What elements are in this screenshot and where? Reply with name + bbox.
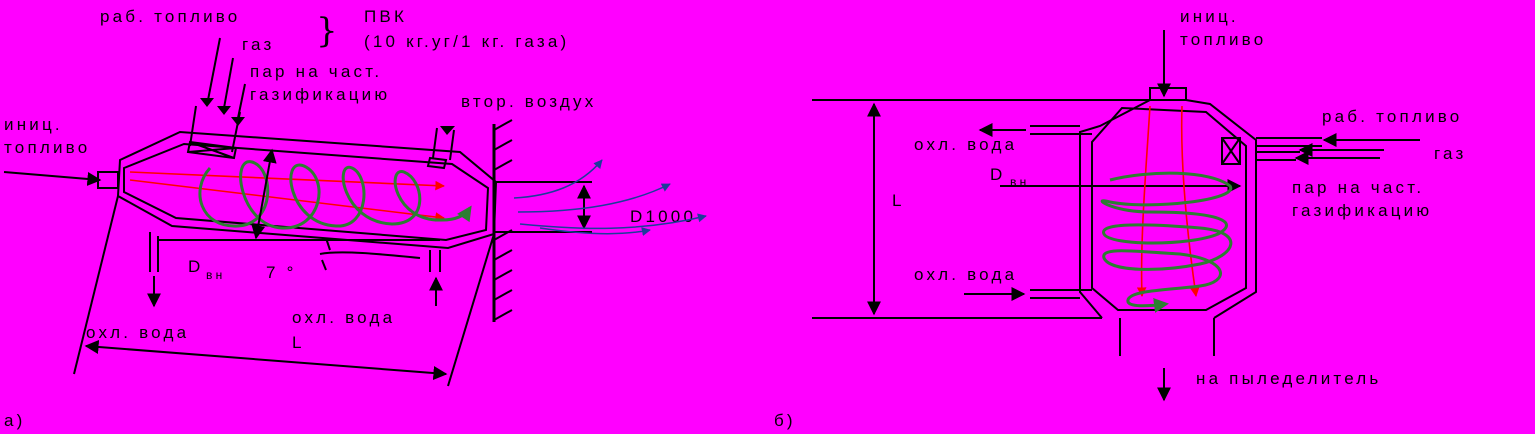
- flow-arrow-red-left-b: [1136, 105, 1151, 297]
- label-length-a: L: [292, 333, 305, 352]
- gas-arrow-2: [517, 183, 671, 213]
- panel-b-vertical-gasifier: иниц. топливо охл. вода D вн L охл. вода…: [774, 7, 1467, 430]
- coolant-top-stub: [1030, 125, 1092, 135]
- label-par-line2-a: газификацию: [250, 85, 390, 104]
- label-par-line1-b: пар на част.: [1292, 178, 1424, 197]
- label-par-line1-a: пар на част.: [250, 62, 382, 81]
- label-outlet: на пыледелитель: [1196, 369, 1381, 388]
- label-ohl-voda-b-top: охл. вода: [914, 135, 1017, 154]
- feed-line-rab-toplivo: [207, 37, 221, 101]
- exhaust-duct: [494, 181, 592, 233]
- angle-indicator-tick: [321, 237, 331, 271]
- swirl-flow-b: [1100, 171, 1233, 313]
- label-angle: 7 °: [266, 263, 297, 282]
- secondary-air-arrowhead: [440, 126, 455, 135]
- label-pvk: ПВК: [364, 7, 407, 26]
- projection-line-right: [447, 233, 495, 387]
- feed-line-gaz: [223, 57, 234, 109]
- caption-b: б): [774, 411, 796, 430]
- feed-nozzle-top: [189, 105, 241, 153]
- length-dimension-a: [84, 339, 448, 381]
- gas-arrow-3: [519, 213, 707, 230]
- label-rab-toplivo-b: раб. топливо: [1322, 107, 1462, 126]
- label-ohl-voda-a-right: охл. вода: [292, 308, 395, 327]
- label-ohl-voda-a-left: охл. вода: [86, 323, 189, 342]
- label-ohl-voda-b-bottom: охл. вода: [914, 265, 1017, 284]
- d-inner-dimension-a: [251, 148, 277, 240]
- label-d-sub-a: вн: [206, 268, 225, 282]
- vertical-inner-shell: [1091, 106, 1247, 311]
- label-inic-line2-a: топливо: [4, 138, 90, 157]
- gas-arrow-1: [513, 159, 603, 199]
- flow-arrow-red-upper: [129, 171, 445, 191]
- brace-symbol: }: [316, 11, 338, 51]
- coolant-bottom-stub: [1030, 289, 1092, 299]
- burner-box-b: [1221, 137, 1241, 165]
- label-vtor-vozduh: втор. воздух: [461, 92, 596, 111]
- label-inic-line1-a: иниц.: [4, 115, 63, 134]
- flow-arrow-red-lower: [129, 179, 445, 222]
- label-gaz-b: газ: [1434, 144, 1467, 163]
- projection-line-left: [73, 195, 119, 375]
- panel-a-horizontal-gasifier: раб. топливо газ } ПВК (10 кг.уг/1 кг. г…: [3, 7, 707, 430]
- vertical-outer-shell: [1079, 99, 1257, 319]
- angle-indicator: [319, 251, 421, 259]
- secondary-air-nozzle: [432, 127, 455, 161]
- gasifier-outer-shell: [116, 130, 498, 250]
- inic-fuel-inlet-box: [97, 171, 119, 189]
- wall-hatching: [493, 119, 513, 321]
- inic-fuel-inlet-b: [1149, 87, 1187, 101]
- caption-a: а): [4, 411, 26, 430]
- label-d-main-b: D: [990, 165, 1005, 184]
- label-gaz-a: газ: [242, 35, 275, 54]
- label-inic-line1-b: иниц.: [1180, 7, 1239, 26]
- secondary-air-box: [426, 156, 448, 170]
- gas-arrow-4: [539, 227, 651, 236]
- label-par-line2-b: газификацию: [1292, 201, 1432, 220]
- feed-arrowhead-2: [217, 106, 231, 115]
- coolant-outlet-pipe: [149, 232, 441, 272]
- label-rab-toplivo-a: раб. топливо: [100, 7, 240, 26]
- swirl-flow-a: [198, 160, 472, 230]
- inic-fuel-line-a: [3, 171, 102, 186]
- label-d1000: D1000: [630, 207, 696, 226]
- label-pvk-note: (10 кг.уг/1 кг. газа): [364, 32, 569, 51]
- feed-arrowhead-1: [200, 98, 214, 107]
- feed-pipes-b: [1256, 137, 1322, 161]
- label-d-main-a: D: [188, 257, 203, 276]
- label-length-b: L: [892, 191, 905, 210]
- label-inic-line2-b: топливо: [1180, 30, 1266, 49]
